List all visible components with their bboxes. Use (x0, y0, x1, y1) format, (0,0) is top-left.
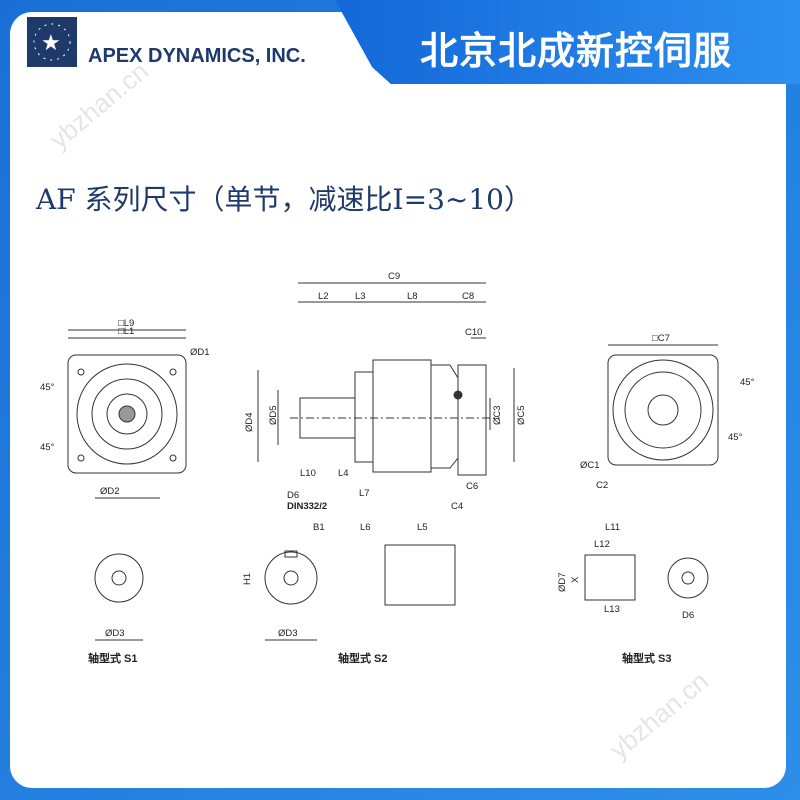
label-L12: L12 (594, 539, 610, 550)
label-D2: ØD2 (100, 486, 120, 497)
label-L3: L3 (355, 291, 366, 302)
label-L1: □L1 (118, 326, 134, 337)
label-D6: D6 (287, 490, 299, 501)
label-L7: L7 (359, 488, 370, 499)
label-angle: 45° (740, 377, 755, 388)
label-L6: L6 (360, 522, 371, 533)
label-D4: ØD4 (244, 412, 255, 432)
label-D5: ØD5 (268, 405, 279, 425)
label-L5: L5 (417, 522, 428, 533)
label-B1: B1 (313, 522, 325, 533)
label-L11: L11 (605, 522, 620, 533)
side-view (257, 282, 515, 476)
label-C8: C8 (462, 291, 474, 302)
page-title: AF 系列尺寸（单节，减速比I=3~10） (36, 183, 532, 216)
input-flange-view (67, 329, 187, 499)
label-C2: C2 (596, 480, 608, 491)
label-L9: □L9 (118, 318, 134, 329)
label-C1: ØC1 (580, 460, 600, 471)
banner-title: 北京北成新控伺服 (420, 31, 733, 73)
label-L8: L8 (407, 291, 418, 302)
label-X: X (570, 576, 581, 583)
caption-s2: 轴型式 S2 (338, 651, 388, 665)
label-D6: D6 (682, 610, 694, 621)
label-C9: C9 (388, 271, 400, 282)
output-flange-view (607, 344, 719, 466)
content-panel (10, 12, 786, 788)
label-C7: □C7 (652, 333, 670, 344)
label-L10: L10 (300, 468, 316, 479)
label-C10: C10 (465, 327, 482, 338)
label-H1: H1 (242, 573, 253, 585)
banner-tab (335, 0, 800, 84)
apex-logo: ★ (27, 17, 77, 67)
label-L2: L2 (318, 291, 329, 302)
label-C3: ØC3 (492, 405, 503, 425)
label-angle: 45° (40, 382, 55, 393)
label-angle: 45° (728, 432, 743, 443)
label-D3: ØD3 (105, 628, 125, 639)
svg-text:★: ★ (41, 30, 61, 55)
label-din: DIN332/2 (287, 501, 327, 512)
company-name: APEX DYNAMICS, INC. (88, 45, 306, 67)
label-C6: C6 (466, 481, 478, 492)
caption-s1: 轴型式 S1 (88, 651, 138, 665)
label-C5: ØC5 (516, 405, 527, 425)
label-D7: ØD7 (557, 572, 568, 592)
label-C4: C4 (451, 501, 463, 512)
label-D3: ØD3 (278, 628, 298, 639)
label-angle: 45° (40, 442, 55, 453)
caption-s3: 轴型式 S3 (622, 651, 672, 665)
label-D1: ØD1 (190, 347, 210, 358)
label-L13: L13 (604, 604, 620, 615)
label-L4: L4 (338, 468, 349, 479)
